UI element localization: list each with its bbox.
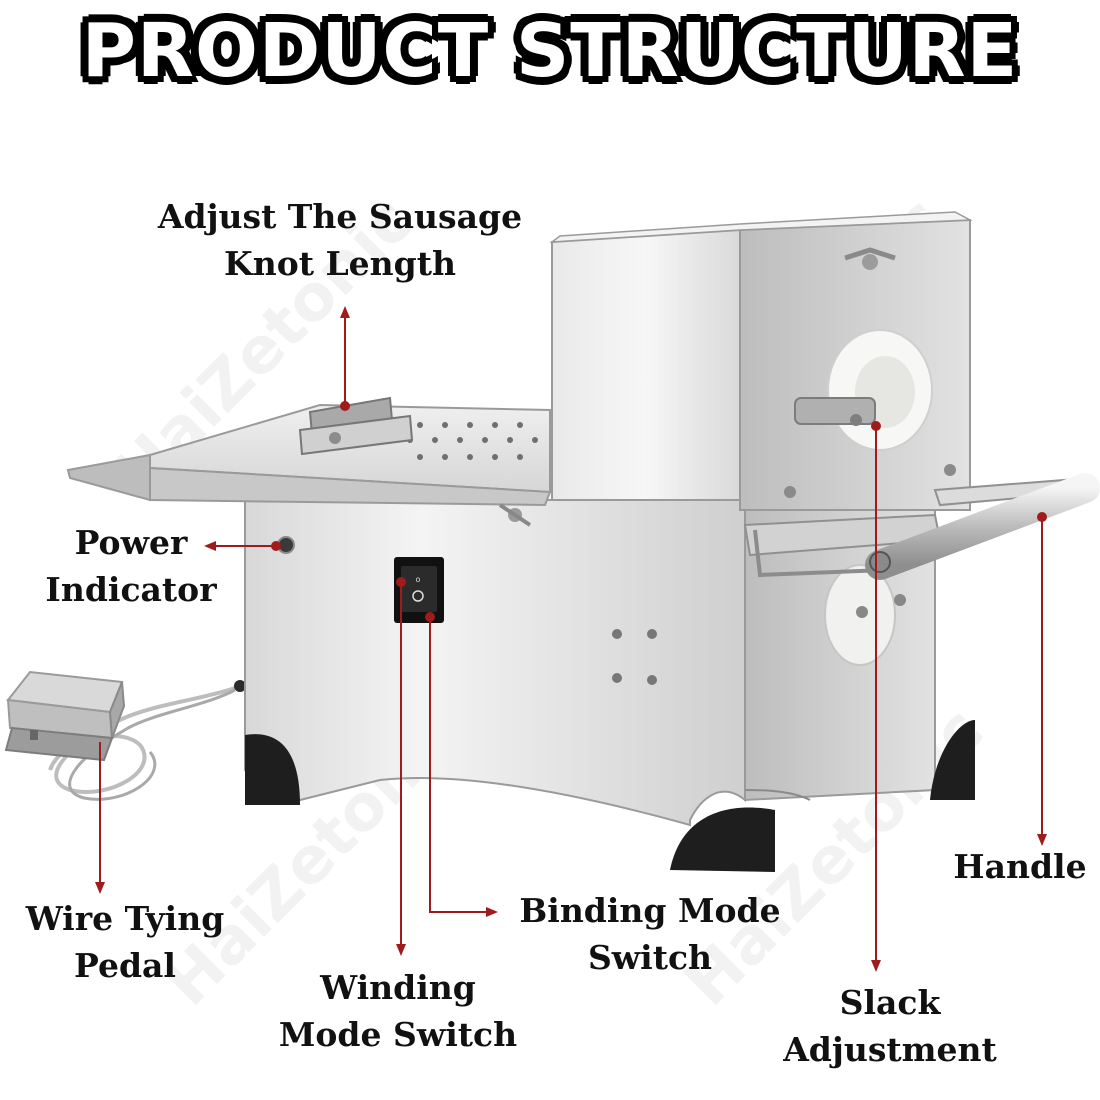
label-binding-line1: Binding Mode: [519, 891, 781, 930]
label-knot-length-line1: Adjust The Sausage: [157, 197, 523, 236]
label-winding-line2: Mode Switch: [278, 1014, 518, 1054]
upper-housing-illustration: [549, 211, 973, 666]
leader-binding: [429, 617, 490, 913]
label-winding-line1: Winding: [320, 968, 476, 1007]
label-knot-length-line2: Knot Length: [224, 243, 456, 283]
label-wire-tying-pedal: Wire Tying Pedal: [0, 896, 250, 990]
label-slack-line2: Adjustment: [783, 1029, 997, 1069]
leader-lines: [95, 306, 1047, 972]
left-table-illustration: [66, 396, 552, 527]
label-slack-line1: Slack: [839, 983, 941, 1022]
label-handle: Handle: [953, 847, 1087, 886]
label-knot-length: Adjust The Sausage Knot Length: [130, 194, 550, 288]
page-title: PRODUCT STRUCTURE: [81, 8, 1019, 94]
wire-tying-pedal-illustration: [4, 670, 126, 762]
label-pedal-line2: Pedal: [74, 945, 176, 985]
label-power-line2: Indicator: [45, 569, 217, 609]
handle-illustration: [743, 473, 1100, 580]
label-slack-adjustment: Slack Adjustment: [760, 980, 1020, 1074]
label-binding-mode-switch: Binding Mode Switch: [495, 888, 805, 982]
label-winding-mode-switch: Winding Mode Switch: [258, 965, 538, 1059]
svg-text:o: o: [416, 575, 421, 584]
label-power-indicator: Power Indicator: [26, 520, 236, 614]
machine-base-illustration: o: [244, 498, 975, 872]
label-pedal-line1: Wire Tying: [25, 899, 225, 938]
label-power-line1: Power: [74, 523, 188, 562]
label-binding-line2: Switch: [587, 937, 713, 977]
